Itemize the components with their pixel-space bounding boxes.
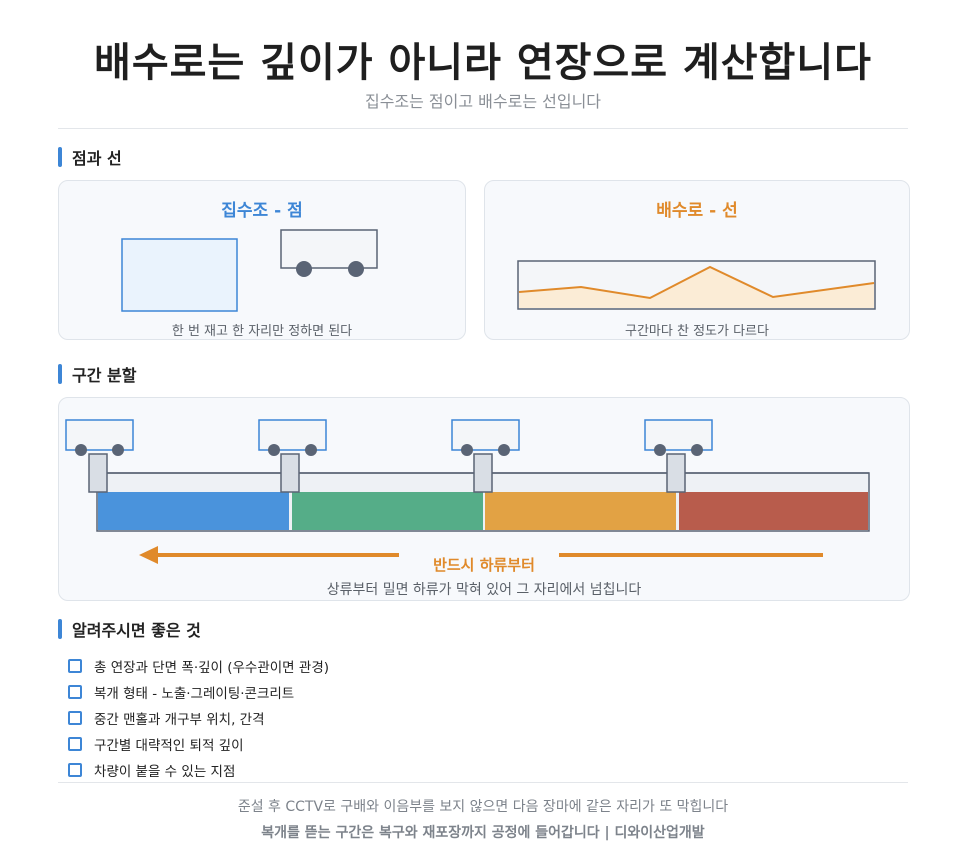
checklist-item: 구간별 대략적인 퇴적 깊이 (68, 731, 329, 757)
section-marker (58, 364, 62, 384)
arrow-head (139, 546, 158, 564)
checkbox[interactable] (68, 659, 82, 673)
drain-card-title: 배수로 - 선 (656, 201, 738, 221)
page-subtitle: 집수조는 점이고 배수로는 선입니다 (364, 92, 602, 111)
sump-diagram (121, 229, 378, 312)
checklist-item: 차량이 붙을 수 있는 지점 (68, 757, 329, 783)
segment-card: 반드시 하류부터 상류부터 밀면 하류가 막혀 있어 그 자리에서 넘칩니다 (58, 397, 910, 601)
sediment-line (518, 265, 875, 300)
segment-3 (485, 492, 676, 530)
sediment-fill (519, 267, 874, 308)
section-heading-label: 알려주시면 좋은 것 (72, 621, 201, 640)
arrow-label: 반드시 하류부터 (433, 556, 535, 574)
checklist-item-label: 중간 맨홀과 개구부 위치, 간격 (94, 712, 265, 728)
vacuum-truck-3 (451, 419, 520, 493)
segment-caption: 상류부터 밀면 하류가 막혀 있어 그 자리에서 넘칩니다 (326, 582, 642, 598)
segment-2 (292, 492, 483, 530)
section-heading-label: 구간 분할 (72, 366, 137, 385)
section-marker (58, 147, 62, 167)
drain-diagram (517, 260, 876, 310)
vacuum-truck-4 (644, 419, 713, 493)
section-heading-segments: 구간 분할 (58, 362, 136, 386)
truck-wheel (296, 261, 312, 277)
sump-pit (121, 238, 238, 312)
checklist-item-label: 총 연장과 단면 폭·깊이 (우수관이면 관경) (94, 660, 330, 676)
vacuum-truck-2 (258, 419, 327, 493)
checkbox[interactable] (68, 737, 82, 751)
section-heading-checklist: 알려주시면 좋은 것 (58, 617, 201, 641)
vacuum-truck-1 (65, 419, 134, 493)
checkbox[interactable] (68, 763, 82, 777)
checkbox[interactable] (68, 711, 82, 725)
section-marker (58, 619, 62, 639)
drain-card: 배수로 - 선 구간마다 찬 정도가 다르다 (484, 180, 910, 340)
truck-wheel (348, 261, 364, 277)
checklist-item-label: 구간별 대략적인 퇴적 깊이 (94, 738, 244, 754)
sump-card: 집수조 - 점 한 번 재고 한 자리만 정하면 된다 (58, 180, 466, 340)
page-title: 배수로는 깊이가 아니라 연장으로 계산합니다 (94, 40, 872, 86)
segment-diagram (65, 419, 870, 564)
footer-note: 준설 후 CCTV로 구배와 이음부를 보지 않으면 다음 장마에 같은 자리가… (237, 799, 729, 815)
sump-card-caption: 한 번 재고 한 자리만 정하면 된다 (171, 324, 353, 339)
checklist: 총 연장과 단면 폭·깊이 (우수관이면 관경) 복개 형태 - 노출·그레이팅… (68, 653, 329, 783)
divider (58, 782, 908, 783)
checklist-item-label: 차량이 붙을 수 있는 지점 (94, 764, 236, 780)
section-heading-point-line: 점과 선 (58, 145, 122, 169)
segment-4 (679, 492, 868, 530)
truck-body (280, 229, 378, 269)
drain-card-caption: 구간마다 찬 정도가 다르다 (625, 324, 769, 339)
checklist-item: 복개 형태 - 노출·그레이팅·콘크리트 (68, 679, 329, 705)
checklist-item: 중간 맨홀과 개구부 위치, 간격 (68, 705, 329, 731)
footer-credit: 복개를 뜯는 구간은 복구와 재포장까지 공정에 들어갑니다 | 디와이산업개발 (261, 825, 705, 841)
divider (58, 128, 908, 129)
checklist-item: 총 연장과 단면 폭·깊이 (우수관이면 관경) (68, 653, 329, 679)
segment-1 (98, 492, 289, 530)
checklist-item-label: 복개 형태 - 노출·그레이팅·콘크리트 (94, 686, 295, 702)
checkbox[interactable] (68, 685, 82, 699)
section-heading-label: 점과 선 (72, 149, 122, 168)
sump-card-title: 집수조 - 점 (221, 201, 303, 221)
